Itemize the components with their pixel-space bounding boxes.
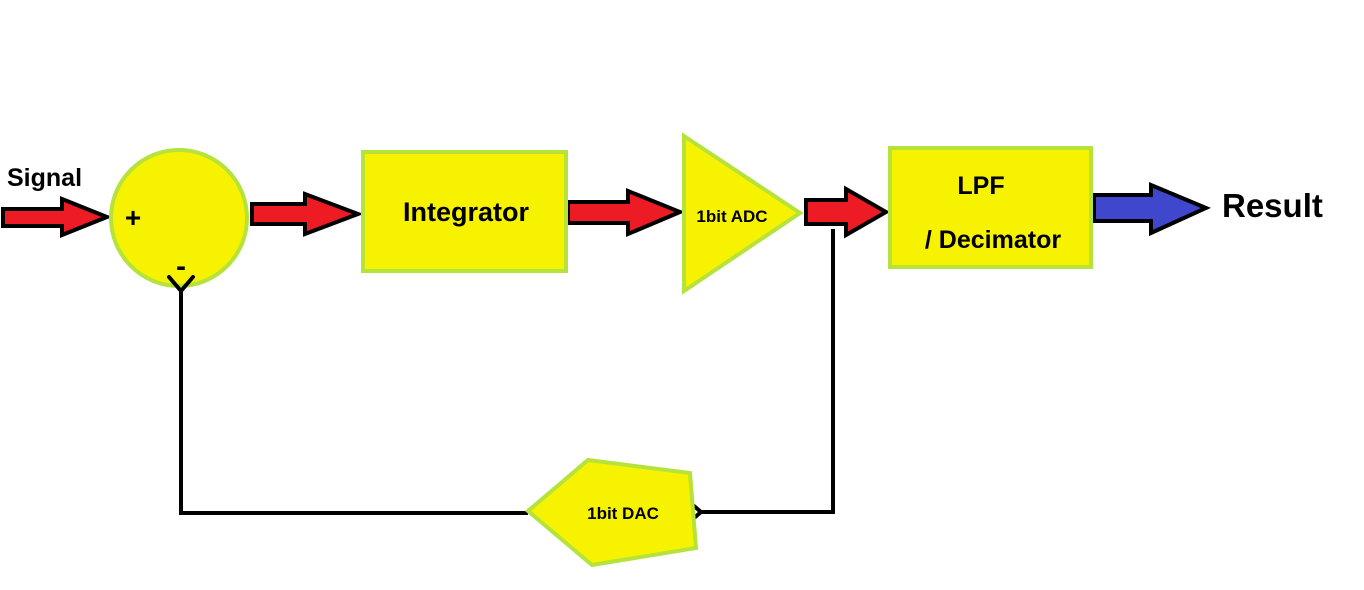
decimator-label: / Decimator	[925, 226, 1061, 254]
dac-label: 1bit DAC	[587, 504, 659, 523]
input-arrow	[1, 196, 113, 238]
adc-to-dac-feedback-line	[685, 229, 835, 526]
minus-sign: -	[176, 250, 186, 283]
integrator-block	[361, 150, 568, 273]
lpf-decimator-block	[888, 146, 1093, 269]
adc-label: 1bit ADC	[696, 207, 767, 226]
dac-to-sum-feedback-line	[167, 275, 528, 515]
lpf-label: LPF	[957, 172, 1004, 200]
integrator-to-adc-arrow	[566, 188, 686, 238]
integrator-label: Integrator	[403, 197, 530, 227]
output-arrow	[1092, 181, 1212, 237]
plus-sign: +	[125, 202, 141, 233]
signal-label: Signal	[7, 164, 82, 192]
sum-to-integrator-arrow	[250, 191, 364, 237]
result-label: Result	[1222, 187, 1323, 224]
adc-to-lpf-arrow	[804, 185, 891, 239]
dac-block	[524, 457, 699, 568]
adc-block	[682, 132, 804, 295]
